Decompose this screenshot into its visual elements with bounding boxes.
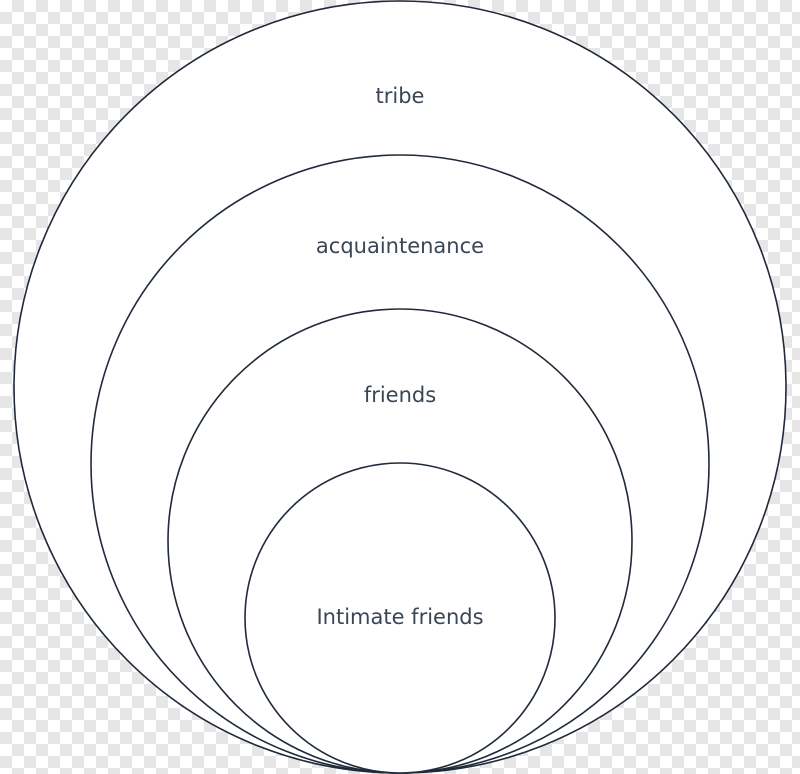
label-acquaintenance: acquaintenance xyxy=(316,234,484,258)
ring-intimate-friends xyxy=(244,462,556,774)
label-intimate-friends: Intimate friends xyxy=(316,605,483,629)
label-tribe: tribe xyxy=(376,84,425,108)
label-friends: friends xyxy=(364,383,436,407)
